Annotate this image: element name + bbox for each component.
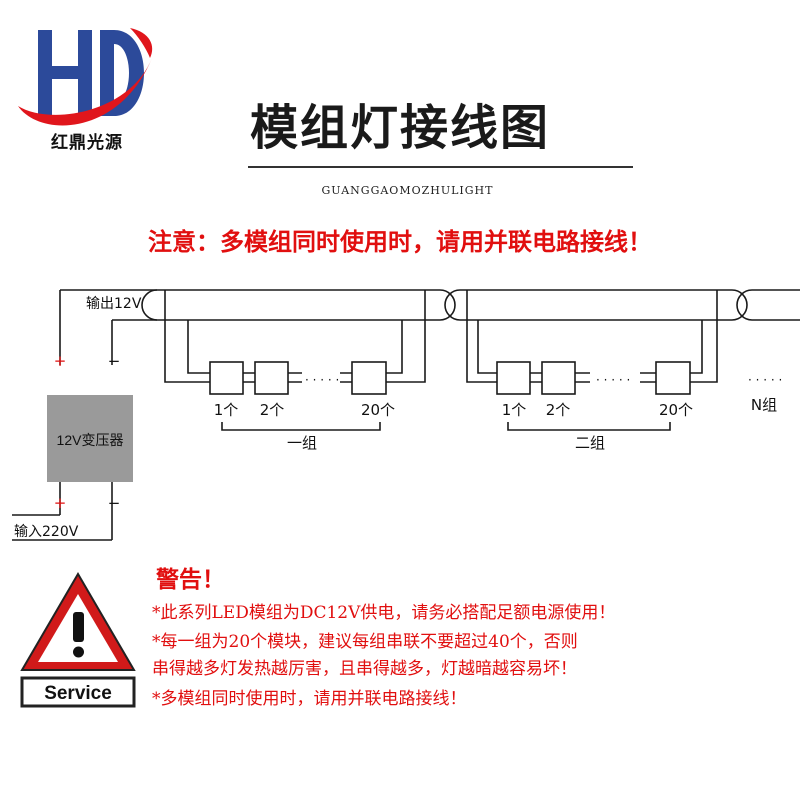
led-module — [254, 361, 289, 395]
title-divider — [248, 166, 633, 168]
unit-label: 2个 — [546, 401, 571, 419]
ellipsis: · · · · · — [596, 373, 630, 387]
hd-logo-icon — [18, 28, 153, 126]
unit-label: 1个 — [502, 401, 527, 419]
led-module — [541, 361, 576, 395]
unit-label: 1个 — [214, 401, 239, 419]
ellipsis: · · · · · — [305, 373, 339, 387]
led-module — [655, 361, 691, 395]
unit-label: 2个 — [260, 401, 285, 419]
sign-label: Service — [44, 683, 112, 704]
transformer-box — [47, 395, 133, 482]
group-label: 一组 — [287, 434, 317, 452]
ellipsis: · · · · · — [748, 373, 782, 387]
output-label: 输出12V — [86, 296, 142, 312]
warning-title: 警告！ — [156, 567, 225, 593]
group-label: 二组 — [575, 434, 605, 452]
warning-line: *每一组为20个模块，建议每组串联不要超过40个，否则 — [152, 632, 578, 652]
wires — [12, 289, 800, 541]
warning-line: 串得越多灯发热越厉害，且串得越多，灯越暗越容易坏！ — [152, 659, 577, 679]
page-title: 模组灯接线图 — [249, 100, 550, 156]
led-module — [351, 361, 387, 395]
unit-label: 20个 — [361, 401, 395, 419]
page-subtitle: GUANGGAOMOZHULIGHT — [321, 184, 494, 197]
n-group-label: N组 — [751, 396, 777, 414]
unit-label: 20个 — [659, 401, 693, 419]
led-module — [209, 361, 244, 395]
minus-sign: − — [108, 494, 121, 512]
warning-sign-icon: Service — [20, 572, 136, 708]
plus-sign: + — [54, 352, 67, 370]
led-module — [496, 361, 531, 395]
brand-name: 红鼎光源 — [51, 133, 123, 153]
notice-text: 注意：多模组同时使用时，请用并联电路接线！ — [148, 228, 652, 256]
wiring-diagram: 12V变压器 + − + − 输出12V 输入220V · · · · · · … — [12, 289, 800, 541]
warning-line: *多模组同时使用时，请用并联电路接线！ — [152, 689, 467, 709]
brand-logo — [10, 18, 160, 158]
input-label: 输入220V — [14, 524, 79, 540]
minus-sign: − — [108, 352, 121, 370]
warning-line: *此系列LED模组为DC12V供电，请务必搭配足额电源使用！ — [152, 603, 616, 623]
plus-sign: + — [54, 494, 67, 512]
transformer-label: 12V变压器 — [57, 432, 124, 448]
